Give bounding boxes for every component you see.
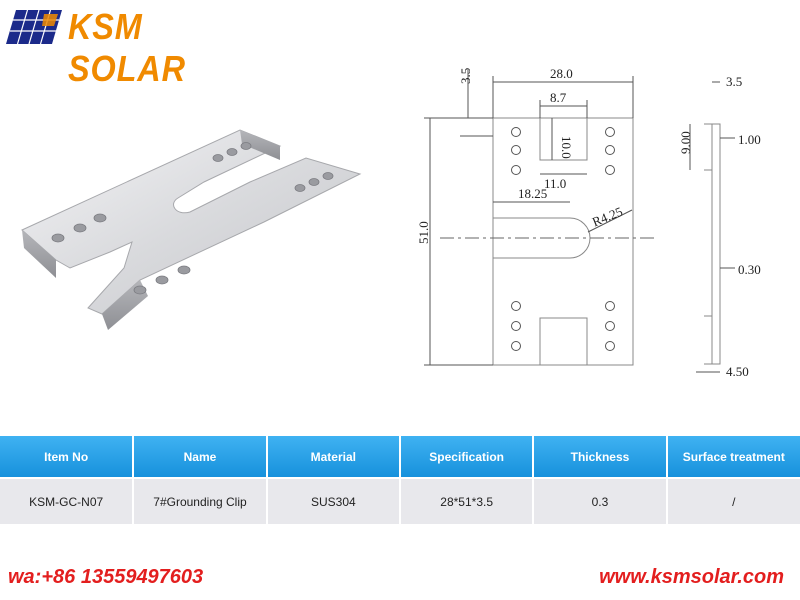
cell-material: SUS304 bbox=[266, 477, 401, 524]
dim-side-bottom: 4.50 bbox=[726, 364, 749, 379]
dim-slot-width: 8.7 bbox=[550, 90, 567, 105]
dim-sheet-thickness: 0.30 bbox=[738, 262, 761, 277]
dim-neck: 18.25 bbox=[518, 186, 547, 201]
cell-surface-treatment: / bbox=[666, 477, 800, 524]
brand-logo: KSM SOLAR bbox=[6, 4, 256, 89]
product-render bbox=[21, 129, 362, 330]
dim-top-left: 3.5 bbox=[458, 68, 473, 84]
spec-table: Item No Name Material Specification Thic… bbox=[0, 436, 800, 524]
header-specification: Specification bbox=[399, 436, 535, 478]
header-item-no: Item No bbox=[0, 436, 135, 478]
solar-panel-icon bbox=[6, 10, 62, 44]
dim-side-step: 1.00 bbox=[738, 132, 761, 147]
dim-height: 51.0 bbox=[416, 221, 431, 244]
header-surface-treatment: Surface treatment bbox=[666, 436, 800, 478]
website-link[interactable]: www.ksmsolar.com bbox=[599, 566, 784, 588]
header-material: Material bbox=[266, 436, 401, 478]
dim-radius: R4.25 bbox=[590, 204, 625, 230]
contact-phone: wa:+86 13559497603 bbox=[8, 566, 204, 588]
table-row: KSM-GC-N07 7#Grounding Clip SUS304 28*51… bbox=[0, 477, 800, 524]
header-thickness: Thickness bbox=[533, 436, 668, 478]
dim-side-top: 9.00 bbox=[678, 131, 693, 154]
header-name: Name bbox=[133, 436, 268, 478]
brand-name: KSM SOLAR bbox=[68, 6, 186, 89]
cell-thickness: 0.3 bbox=[533, 477, 668, 524]
technical-drawing: 28.0 8.7 10.0 11.0 18.25 R4.25 51.0 3.5 … bbox=[416, 66, 761, 379]
dim-slot-depth: 10.0 bbox=[559, 136, 574, 159]
section-band bbox=[0, 410, 800, 438]
cell-specification: 28*51*3.5 bbox=[399, 477, 535, 524]
cell-item-no: KSM-GC-N07 bbox=[0, 477, 135, 524]
dim-width: 28.0 bbox=[550, 66, 573, 81]
table-header-row: Item No Name Material Specification Thic… bbox=[0, 436, 800, 478]
dim-side-thickness: 3.5 bbox=[726, 74, 742, 89]
dim-slot-inner: 11.0 bbox=[544, 176, 566, 191]
cell-name: 7#Grounding Clip bbox=[133, 477, 268, 524]
